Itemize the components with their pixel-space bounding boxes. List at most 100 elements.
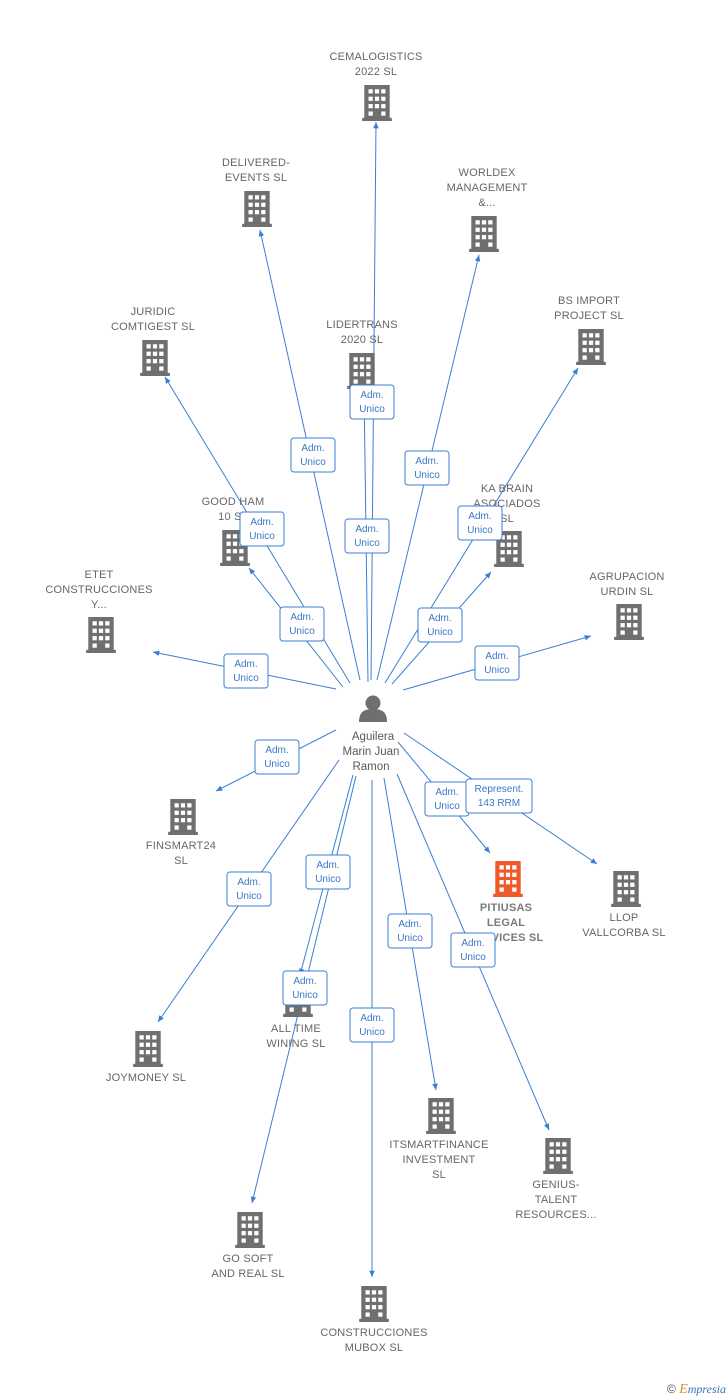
edge-label-text: Adm. xyxy=(265,745,288,756)
company-name-line: CONSTRUCCIONES xyxy=(45,584,152,596)
edge-label-box-lidertrans[interactable]: Adm.Unico xyxy=(344,518,390,554)
edge-label-text: Unico xyxy=(264,759,290,770)
company-name-line: INVESTMENT xyxy=(403,1154,476,1166)
company-name-line: GO SOFT xyxy=(223,1253,274,1265)
building-icon xyxy=(359,1286,389,1322)
edge-label-frame xyxy=(450,932,496,968)
edge-label-text: Unico xyxy=(315,874,341,885)
edge-label-text: Unico xyxy=(292,990,318,1001)
edge-label-frame xyxy=(465,778,533,814)
edge-label-box-itsmart[interactable]: Adm.Unico xyxy=(387,913,433,949)
company-name-line: ETET xyxy=(85,569,114,581)
edge-label-box-genius[interactable]: Adm.Unico xyxy=(450,932,496,968)
brand-logo-name: mpresia xyxy=(687,1382,726,1396)
company-name-line: ALL TIME xyxy=(271,1023,321,1035)
company-name-line: PROJECT SL xyxy=(554,310,624,322)
company-node-delivered[interactable]: DELIVERED-EVENTS SL xyxy=(222,157,290,227)
edge-label-box-joymoney[interactable]: Adm.Unico xyxy=(226,871,272,907)
edge-label-text: Adm. xyxy=(237,877,260,888)
edge-label-box-llop[interactable]: Represent.143 RRM xyxy=(465,778,533,814)
edge-label-box-cemalogistics[interactable]: Adm.Unico xyxy=(349,384,395,420)
edge-label-text: Adm. xyxy=(428,613,451,624)
edge-label-box-gosoft[interactable]: Adm. Unico xyxy=(282,970,328,1006)
company-name-line: GOOD HAM xyxy=(202,496,265,508)
edge-label-box-finsmart[interactable]: Adm. Unico xyxy=(254,739,300,775)
edge-label-text: Adm. xyxy=(290,612,313,623)
edge-label-box-etet[interactable]: Adm.Unico xyxy=(223,653,269,689)
edge-label-text: Adm. xyxy=(293,976,316,987)
company-name-line: RESOURCES... xyxy=(515,1209,596,1221)
edge-label-text: Adm. xyxy=(398,919,421,930)
edge-label-frame xyxy=(387,913,433,949)
company-name-line: PITIUSAS xyxy=(480,902,532,914)
building-icon xyxy=(235,1212,265,1248)
person-icon xyxy=(359,695,387,722)
company-name-line: 2020 SL xyxy=(341,334,383,346)
company-name-line: URDIN SL xyxy=(601,586,654,598)
company-name-line: SL xyxy=(432,1169,446,1181)
person-name-line-2: Marin Juan xyxy=(343,746,400,758)
building-icon xyxy=(86,617,116,653)
edge-label-box-juridic[interactable]: Adm. Unico xyxy=(239,511,285,547)
company-name-line: Y... xyxy=(91,599,107,611)
company-node-lidertrans[interactable]: LIDERTRANS 2020 SL xyxy=(326,319,398,389)
company-name-line: MANAGEMENT xyxy=(447,182,528,194)
company-name-line: AGRUPACION xyxy=(589,571,664,583)
edge-label-box-pitiusas[interactable]: Adm. Unico xyxy=(424,781,470,817)
edge-label-text: Unico xyxy=(289,626,315,637)
edge-label-text: Unico xyxy=(359,1027,385,1038)
edge-label-text: Unico xyxy=(354,538,380,549)
company-name-line: GENIUS- xyxy=(532,1179,579,1191)
center-person-node[interactable]: Aguilera Marin Juan Ramon xyxy=(343,695,400,774)
edge-label-text: Adm. xyxy=(360,1013,383,1024)
company-name-line: BS IMPORT xyxy=(558,295,620,307)
edge-label-text: Adm. xyxy=(301,443,324,454)
edge-label-box-agrupacion[interactable]: Adm.Unico xyxy=(474,645,520,681)
edge-label-text: Represent. xyxy=(475,784,524,795)
edge-label-box-delivered[interactable]: Adm.Unico xyxy=(290,437,336,473)
edge-label-box-goodham[interactable]: Adm. Unico xyxy=(279,606,325,642)
edge-label-text: Unico xyxy=(359,404,385,415)
building-icon xyxy=(614,604,644,640)
edge-label-text: Unico xyxy=(434,801,460,812)
edge-label-text: Adm. xyxy=(435,787,458,798)
company-node-worldex[interactable]: WORLDEXMANAGEMENT&... xyxy=(447,167,528,252)
edge-label-box-worldex[interactable]: Adm.Unico xyxy=(404,450,450,486)
company-name-line: LIDERTRANS xyxy=(326,319,397,331)
company-node-etet[interactable]: ETET CONSTRUCCIONES Y... xyxy=(45,569,152,653)
edge-label-box-bsimport[interactable]: Adm.Unico xyxy=(457,505,503,541)
edge-label-box-mubox[interactable]: Adm. Unico xyxy=(349,1007,395,1043)
edge-label-text: Adm. xyxy=(250,517,273,528)
edge-label-text: Adm. xyxy=(468,511,491,522)
company-node-agrupacion[interactable]: AGRUPACION URDIN SL xyxy=(589,571,664,640)
edge-label-frame xyxy=(344,518,390,554)
company-node-joymoney[interactable]: JOYMONEY SL xyxy=(106,1031,186,1084)
edge-label-text: Adm. xyxy=(316,860,339,871)
building-icon xyxy=(493,861,523,897)
company-name-line: LLOP xyxy=(610,912,639,924)
edge-label-frame xyxy=(282,970,328,1006)
brand-logo-initial: E xyxy=(679,1382,688,1397)
edge-label-box-alltime[interactable]: Adm. Unico xyxy=(305,854,351,890)
building-icon xyxy=(611,871,641,907)
edge-label-text: Unico xyxy=(249,531,275,542)
edge-label-frame xyxy=(239,511,285,547)
company-name-line: 2022 SL xyxy=(355,66,397,78)
company-node-bsimport[interactable]: BS IMPORT PROJECT SL xyxy=(554,295,624,365)
edge-label-frame xyxy=(254,739,300,775)
edge-label-text: Unico xyxy=(414,470,440,481)
company-node-genius[interactable]: GENIUS-TALENTRESOURCES... xyxy=(515,1138,596,1221)
company-name-line: LEGAL xyxy=(487,917,525,929)
edge-label-box-kabrain[interactable]: Adm.Unico xyxy=(417,607,463,643)
